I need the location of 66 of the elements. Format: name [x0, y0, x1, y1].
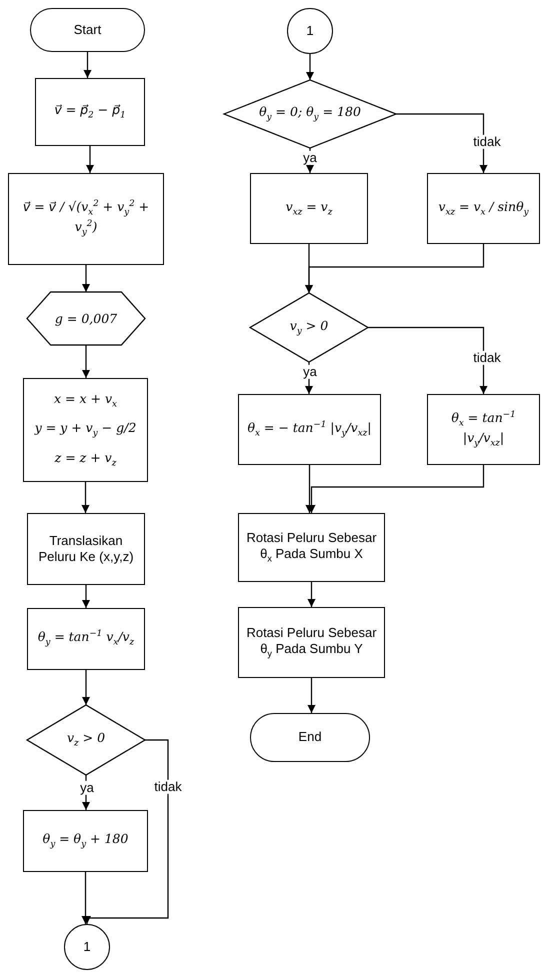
formula-text: θ$_{y}$ = θ$_{y}$ + 180 — [42, 831, 128, 851]
step-text: 1 — [306, 22, 314, 40]
decision-diamond — [250, 293, 368, 362]
arrow — [84, 52, 92, 78]
arrow — [305, 244, 484, 293]
formula-text: θ$_{x}$ = − tan$^{−1}$ |v$_{y}$/v$_{xz}$| — [247, 420, 372, 440]
formula-text: v$_{z}$ > 0 — [66, 730, 106, 750]
formula-text: θ$_{y}$ = tan$^{−1}$ v$_{x}$/v$_{z}$ — [38, 629, 134, 649]
formula-text: v⃗ = v⃗ / √(v$_{x}$$^{2}$ + v$_{y}$$^{2}$ + v$_{y}$$^{2}$) — [22, 199, 150, 239]
arrow — [86, 146, 94, 173]
formula-text: y = y + v$_{y}$ − g/2 — [34, 420, 136, 440]
arrow — [82, 585, 90, 608]
step-text: Rotasi Peluru Sebesar θ$_{y}$ Pada Sumbu Y — [245, 624, 378, 660]
arrow — [306, 54, 314, 80]
formula-text: v$_{xz}$ = v$_{z}$ — [286, 198, 332, 218]
arrow — [308, 678, 316, 713]
step-text: Rotasi Peluru Sebesar θ$_{x}$ Pada Sumbu X — [245, 530, 378, 566]
edge-label: tidak — [152, 780, 184, 794]
process-box — [27, 513, 145, 585]
process-box — [427, 173, 540, 244]
arrow — [82, 775, 90, 810]
arrow — [82, 265, 90, 292]
process-box — [238, 394, 381, 465]
decision-diamond — [224, 80, 396, 148]
arrow — [82, 345, 90, 378]
process-box — [8, 173, 164, 265]
arrow — [308, 582, 316, 607]
step-text: Translasikan Peluru Ke (x,y,z) — [37, 532, 135, 566]
step-text: End — [298, 729, 322, 746]
arrow — [82, 670, 90, 705]
edge-label: ya — [301, 364, 319, 380]
formula-text: g = 0,007 — [54, 310, 118, 326]
formula-text: θ$_{x}$ = tan$^{−1}$ |v$_{y}$/v$_{xz}$| — [450, 410, 517, 450]
process-box — [250, 173, 368, 244]
arrow — [82, 872, 90, 924]
formula-text: θ$_{y}$ = 0; θ$_{y}$ = 180 — [259, 104, 361, 124]
preparation-hexagon — [27, 292, 145, 345]
step-text: 1 — [83, 938, 91, 956]
formula-text: x = x + v$_{x}$ — [54, 390, 117, 410]
formula-text: v$_{xz}$ = v$_{x}$ / sinθ$_{y}$ — [438, 198, 529, 218]
connector-circle — [64, 924, 110, 970]
process-box — [427, 394, 540, 465]
terminator — [250, 713, 370, 762]
process-box — [23, 378, 148, 482]
terminator — [30, 8, 145, 52]
arrow — [368, 326, 488, 394]
connector-circle — [287, 8, 333, 54]
arrow — [82, 482, 90, 513]
arrow — [306, 465, 314, 513]
process-box — [238, 513, 385, 582]
formula-text: v$_{y}$ > 0 — [290, 318, 328, 338]
step-text: Start — [74, 22, 102, 38]
arrow — [308, 465, 484, 513]
edge-label: ya — [301, 150, 319, 166]
edge-label: tidak — [471, 350, 503, 366]
process-box — [35, 78, 145, 146]
arrow — [305, 362, 313, 394]
formula-text: z = z + v$_{z}$ — [54, 450, 116, 470]
process-box — [27, 608, 145, 670]
edge-label: tidak — [471, 134, 503, 150]
process-box — [238, 607, 385, 678]
decision-diamond — [27, 705, 145, 775]
edge-label: ya — [78, 780, 96, 796]
arrow — [396, 113, 488, 173]
formula-text: v⃗ = p⃗$_{2}$ − p⃗$_{1}$ — [54, 102, 126, 122]
process-box — [23, 810, 148, 872]
